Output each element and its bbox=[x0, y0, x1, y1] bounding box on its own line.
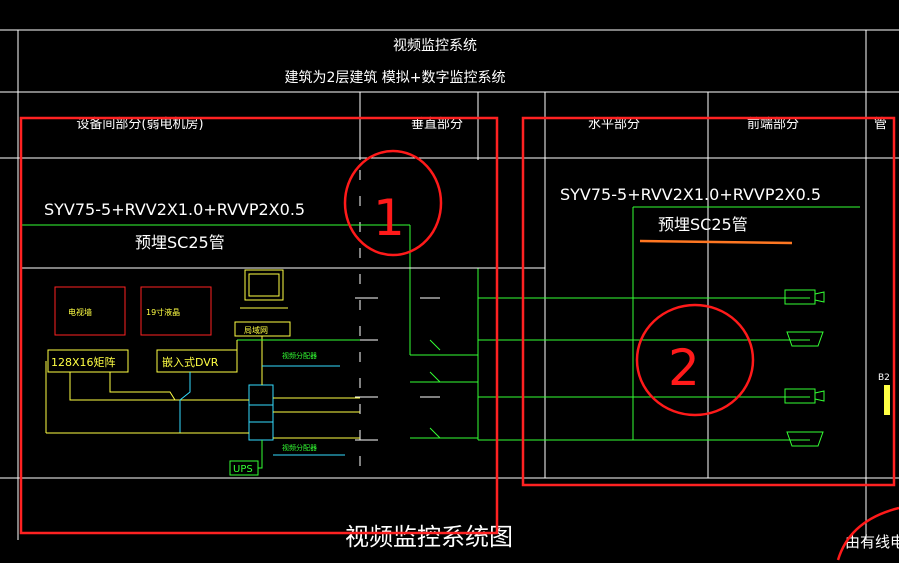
equipment-devices: 电视墙 19寸液晶 128X16矩阵 嵌入式DVR 局域网 视频分配器 视频分配… bbox=[47, 269, 317, 476]
lcd-box bbox=[140, 286, 212, 336]
monitor-icon bbox=[244, 269, 284, 301]
diagram-title: 视频监控系统 bbox=[393, 38, 477, 54]
annotation-mark-2: 2 bbox=[668, 339, 700, 397]
conduit-right: 预埋SC25管 bbox=[658, 215, 748, 234]
dome-camera-icon bbox=[786, 331, 824, 347]
distributor-stack bbox=[248, 384, 274, 441]
annotation-circle-1 bbox=[343, 149, 443, 257]
right-edge-marker bbox=[884, 385, 890, 415]
tv-wall-box bbox=[54, 286, 126, 336]
diagram-subtitle: 建筑为2层建筑 模拟+数字监控系统 bbox=[284, 70, 505, 86]
annotation-arc-corner bbox=[836, 506, 899, 561]
right-edge-text: 由有线电 bbox=[845, 533, 899, 551]
tv-wall-label: 电视墙 bbox=[68, 307, 92, 317]
dome-camera-icon bbox=[786, 431, 824, 447]
camera-devices bbox=[784, 289, 825, 447]
camera-icon bbox=[784, 388, 825, 404]
matrix-label: 128X16矩阵 bbox=[51, 355, 116, 369]
ups-label: UPS bbox=[233, 464, 253, 475]
annotation-circle-2 bbox=[635, 303, 755, 417]
annotation-box-right bbox=[521, 116, 896, 487]
right-edge-small: B2 bbox=[878, 373, 890, 383]
column-front-end: 前端部分 bbox=[747, 116, 799, 132]
vertical-dashes bbox=[359, 160, 546, 478]
conduit-left: 预埋SC25管 bbox=[135, 233, 225, 252]
column-management: 管 bbox=[874, 117, 887, 132]
lan-label: 局域网 bbox=[244, 325, 268, 335]
table-grid bbox=[0, 29, 899, 540]
cable-spec-left: SYV75-5+RVV2X1.0+RVVP2X0.5 bbox=[44, 200, 305, 219]
video-distributor-label-2: 视频分配器 bbox=[282, 443, 317, 452]
dvr-label: 嵌入式DVR bbox=[162, 356, 219, 369]
annotation-underline bbox=[639, 239, 793, 245]
lcd-label: 19寸液晶 bbox=[146, 307, 180, 317]
camera-icon bbox=[784, 289, 825, 305]
annotation-box-left bbox=[19, 116, 499, 535]
video-distributor-label: 视频分配器 bbox=[282, 351, 317, 360]
equipment-wiring bbox=[45, 336, 360, 469]
column-horizontal: 水平部分 bbox=[588, 117, 640, 132]
annotation-mark-1: 1 bbox=[373, 189, 405, 247]
column-equipment-room: 设备间部分(弱电机房) bbox=[76, 116, 203, 132]
column-vertical: 垂直部分 bbox=[411, 117, 463, 132]
dvr-box bbox=[156, 349, 238, 373]
cable-lines bbox=[22, 206, 860, 441]
cable-spec-right: SYV75-5+RVV2X1.0+RVVP2X0.5 bbox=[560, 185, 821, 204]
matrix-box bbox=[47, 349, 129, 373]
diagram-caption: 视频监控系统图 bbox=[345, 523, 513, 551]
